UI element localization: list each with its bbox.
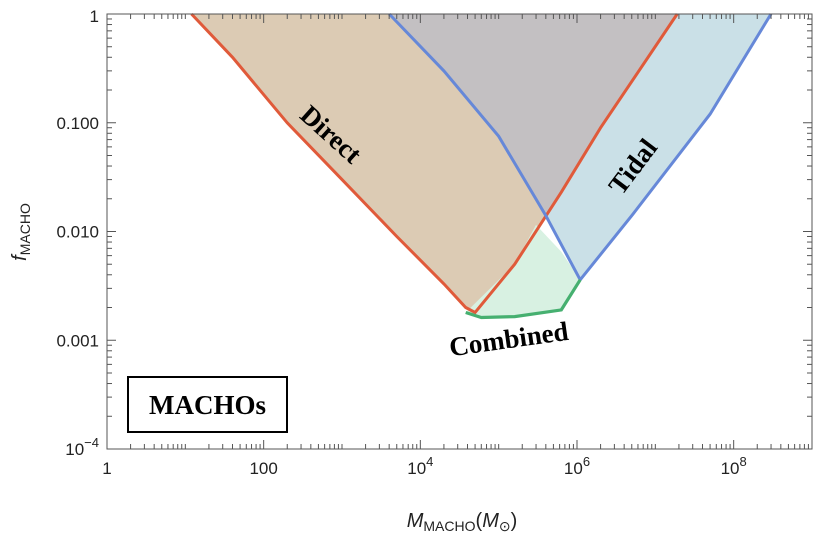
y-axis-title: fMACHO <box>9 203 33 261</box>
chart-curves <box>190 12 773 320</box>
x-tick-label: 1 <box>102 459 111 478</box>
machos-label: MACHOs <box>149 390 266 420</box>
y-tick-label: 0.010 <box>56 223 99 242</box>
tidal-curve <box>388 12 773 283</box>
region-label-combined: Combined <box>447 316 570 362</box>
x-tick-label: 104 <box>407 454 433 478</box>
y-tick-label: 1 <box>90 7 99 26</box>
region-combined-fill <box>465 224 581 318</box>
axis-ticks <box>106 13 813 450</box>
y-tick-label: 0.100 <box>56 114 99 133</box>
combined-curve <box>465 278 582 320</box>
machos-label-box: MACHOs <box>127 376 288 433</box>
x-tick-label: 100 <box>249 459 277 478</box>
chart-regions <box>191 14 771 318</box>
y-tick-label: 0.001 <box>56 331 99 350</box>
x-axis-title: MMACHO(M⊙) <box>407 510 518 534</box>
y-tick-label: 10−4 <box>65 435 99 459</box>
machos-box <box>127 376 288 433</box>
x-tick-label: 106 <box>564 454 590 478</box>
direct-curve <box>190 12 679 315</box>
axis-tick-labels: 1 100 104 106 108 10−4 0.001 0.010 0.100 1 <box>56 7 746 478</box>
x-tick-label: 108 <box>721 454 747 478</box>
